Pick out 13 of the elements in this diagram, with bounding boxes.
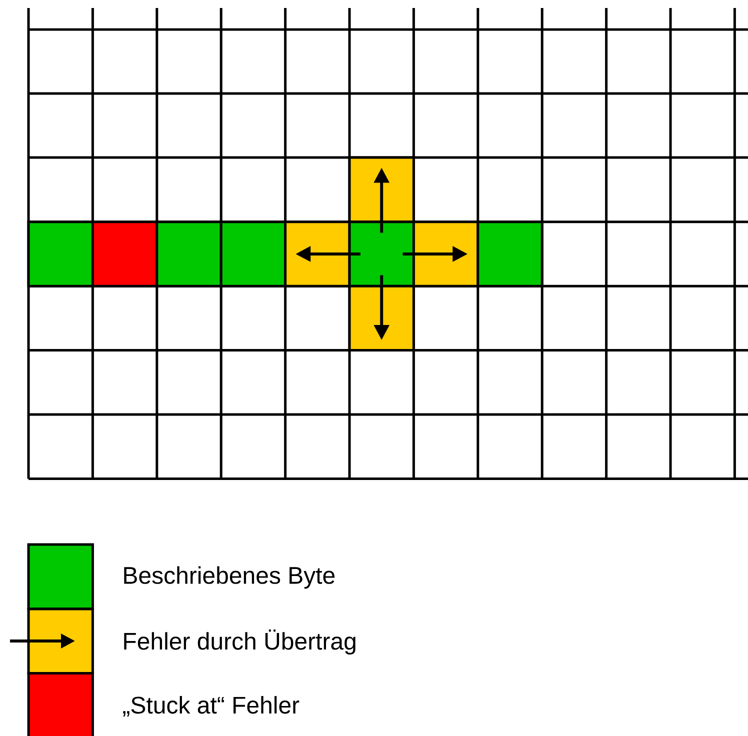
- cell: [27, 220, 94, 288]
- cell: [476, 220, 544, 288]
- cell: [220, 220, 287, 288]
- cell: [284, 220, 351, 288]
- cell: [348, 284, 415, 352]
- legend-text: Fehler durch Übertrag: [124, 629, 356, 655]
- cell: [348, 220, 415, 288]
- cell: [348, 156, 415, 223]
- legend-text: Beschriebenes Byte: [124, 566, 335, 589]
- cell: [91, 220, 158, 288]
- cell: [156, 220, 222, 288]
- cell: [412, 220, 480, 288]
- legend-text: „Stuck at“ Fehler: [123, 696, 300, 717]
